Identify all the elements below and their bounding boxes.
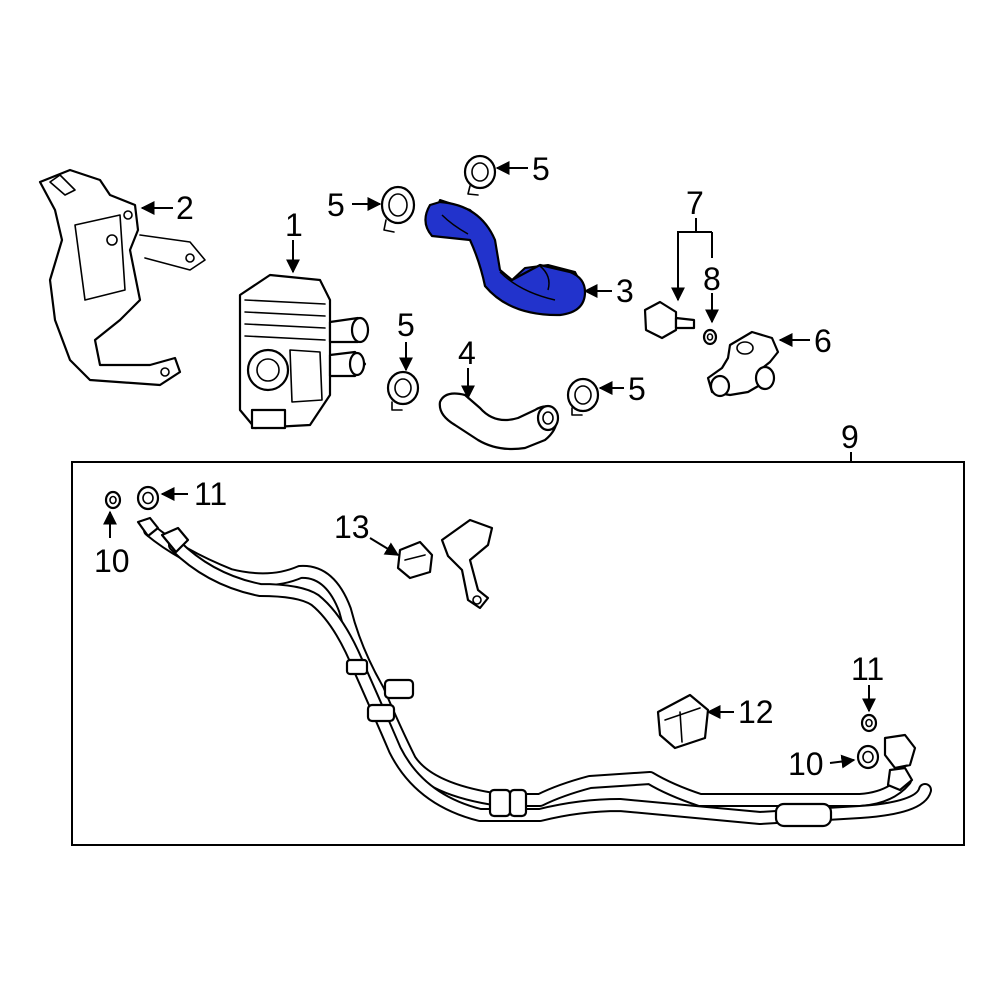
callout-13: 13 <box>334 509 370 545</box>
callout-9: 9 <box>841 419 859 455</box>
callout-5b: 5 <box>532 151 550 187</box>
callout-4: 4 <box>458 335 476 371</box>
part-11-o-ring-b[interactable] <box>860 713 878 733</box>
assembly-9-frame <box>71 461 965 846</box>
callout-11a: 11 <box>194 476 227 512</box>
part-4-hose[interactable] <box>438 392 560 451</box>
callout-5a: 5 <box>327 187 345 223</box>
part-2-bracket[interactable] <box>38 168 206 387</box>
callout-6: 6 <box>814 323 832 359</box>
part-11-o-ring-a[interactable] <box>136 485 160 511</box>
part-9-bracket[interactable] <box>440 518 494 610</box>
leader-lines <box>103 161 876 769</box>
part-13-clip[interactable] <box>396 540 434 580</box>
callout-2: 2 <box>176 190 194 226</box>
part-3-hose[interactable] <box>424 199 587 317</box>
part-9-line-assembly[interactable] <box>136 516 932 828</box>
callout-3: 3 <box>616 273 634 309</box>
part-5-clamp-c[interactable] <box>386 370 420 411</box>
callout-12: 12 <box>738 694 774 730</box>
callout-5d: 5 <box>628 371 646 407</box>
part-8-o-ring[interactable] <box>702 328 718 346</box>
part-1-valve-unit[interactable] <box>238 273 370 430</box>
part-12-clip[interactable] <box>656 693 710 750</box>
part-10-o-ring-b[interactable] <box>856 744 880 770</box>
callout-1: 1 <box>285 207 303 243</box>
part-5-clamp-a[interactable] <box>380 185 416 233</box>
callout-11b: 11 <box>851 651 884 687</box>
part-5-clamp-b[interactable] <box>463 154 497 196</box>
part-6-fitting[interactable] <box>706 330 780 398</box>
part-7-sensor[interactable] <box>643 300 696 340</box>
callout-7: 7 <box>686 185 704 221</box>
part-5-clamp-d[interactable] <box>566 377 600 416</box>
callout-10b: 10 <box>788 746 824 782</box>
callout-10a: 10 <box>94 543 130 579</box>
callout-labels: 1 2 3 4 5 5 5 5 6 7 8 9 10 10 11 11 12 1… <box>94 151 884 782</box>
part-10-o-ring-a[interactable] <box>104 490 122 510</box>
callout-8: 8 <box>703 261 721 297</box>
callout-5c: 5 <box>397 307 415 343</box>
